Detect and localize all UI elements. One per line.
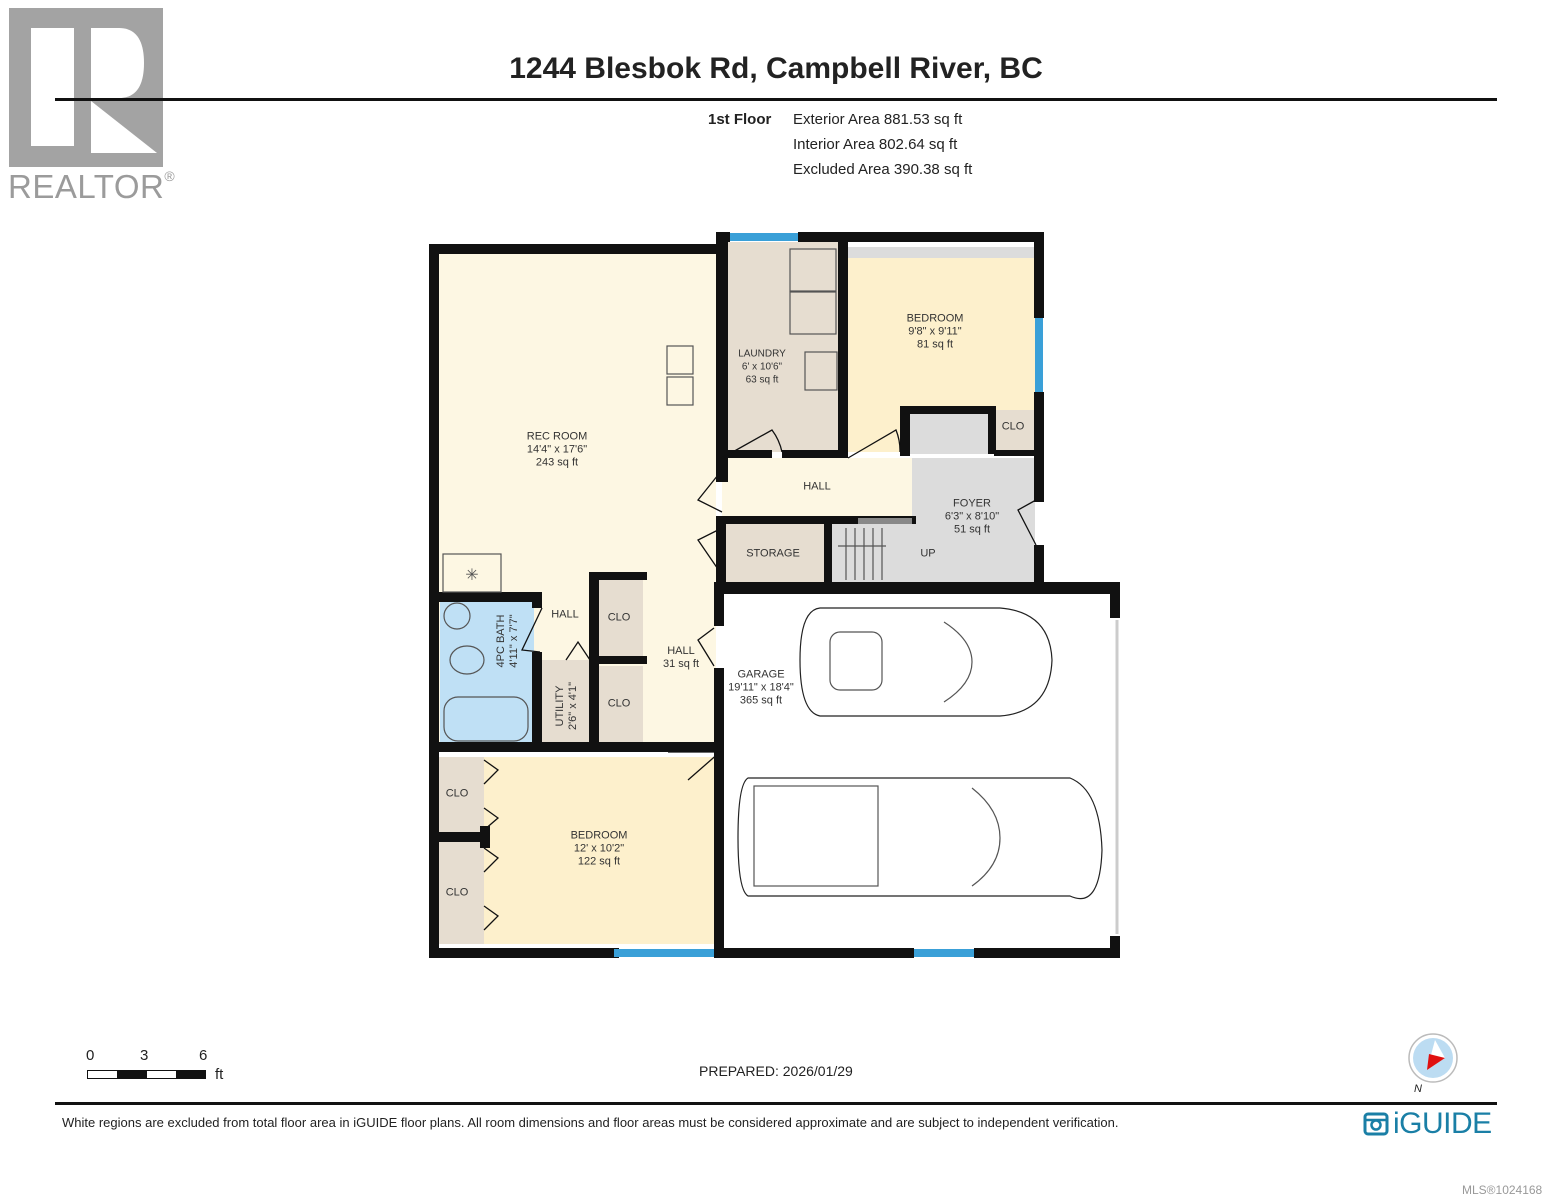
clo-b-area bbox=[597, 666, 643, 744]
label-clo-a: CLO bbox=[607, 611, 631, 624]
label-stairs-up: UP bbox=[920, 547, 936, 560]
scale-bar bbox=[87, 1070, 206, 1079]
hall-main-area bbox=[722, 458, 912, 518]
footer-divider bbox=[55, 1102, 1497, 1105]
stairs-area bbox=[832, 522, 912, 582]
laundry-area bbox=[722, 242, 840, 452]
interior-area: Interior Area 802.64 sq ft bbox=[793, 136, 958, 153]
bedroom-lower-area bbox=[484, 757, 714, 944]
label-hall-main: HALL bbox=[803, 480, 831, 493]
foyer-area bbox=[912, 458, 1035, 582]
title-divider bbox=[55, 98, 1497, 101]
clo-c-area bbox=[437, 757, 484, 834]
garage-area bbox=[722, 592, 1114, 946]
scale-tick-6: 6 bbox=[199, 1047, 208, 1064]
realtor-r-icon bbox=[31, 28, 157, 153]
closet-alcove bbox=[910, 412, 988, 454]
clo-upper-area bbox=[994, 410, 1035, 452]
label-clo-b: CLO bbox=[607, 697, 631, 710]
compass-north-label: N bbox=[1414, 1083, 1422, 1095]
realtor-logo bbox=[9, 8, 163, 167]
disclaimer-text: White regions are excluded from total fl… bbox=[62, 1115, 1119, 1130]
storage-area bbox=[722, 524, 826, 582]
scale-tick-0: 0 bbox=[86, 1047, 95, 1064]
clo-d-area bbox=[437, 842, 484, 944]
excluded-area: Excluded Area 390.38 sq ft bbox=[793, 161, 973, 178]
label-hall-small: HALL bbox=[551, 608, 579, 621]
utility-area bbox=[541, 660, 591, 745]
label-clo-upper: CLO bbox=[1001, 420, 1025, 433]
page-title: 1244 Blesbok Rd, Campbell River, BC bbox=[509, 52, 1043, 85]
iguide-logo: iGUIDE bbox=[1363, 1107, 1492, 1141]
exterior-area: Exterior Area 881.53 sq ft bbox=[793, 111, 963, 128]
label-storage: STORAGE bbox=[746, 547, 800, 560]
scale-tick-3: 3 bbox=[140, 1047, 149, 1064]
label-clo-d: CLO bbox=[445, 886, 469, 899]
bath-area bbox=[440, 600, 534, 743]
realtor-wordmark: REALTOR® bbox=[8, 168, 176, 205]
ac-unit-icon: ✳ bbox=[465, 565, 478, 584]
label-clo-c: CLO bbox=[445, 787, 469, 800]
compass-icon bbox=[1405, 1032, 1463, 1097]
clo-a-area bbox=[597, 580, 643, 660]
floor-label: 1st Floor bbox=[708, 111, 772, 128]
iguide-camera-icon bbox=[1363, 1112, 1389, 1136]
mls-number: MLS®1024168 bbox=[1462, 1183, 1543, 1197]
prepared-date: PREPARED: 2026/01/29 bbox=[699, 1063, 853, 1079]
scale-unit: ft bbox=[215, 1066, 224, 1083]
